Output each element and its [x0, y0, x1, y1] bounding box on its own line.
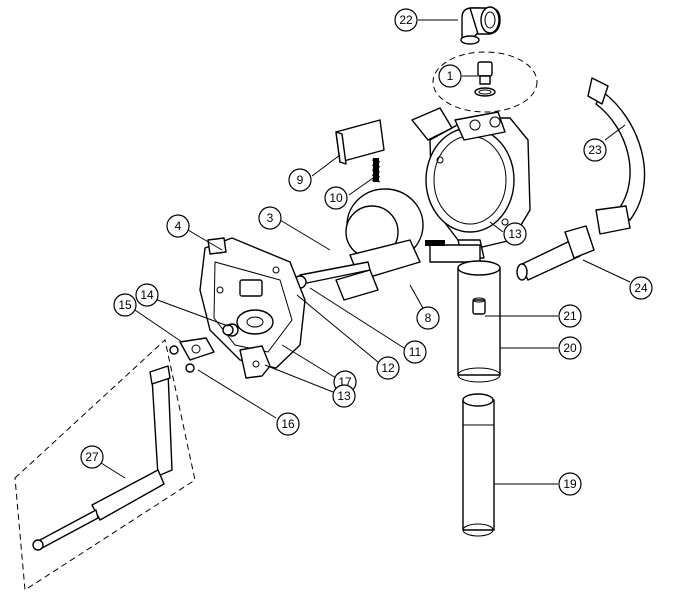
callout-24: 24 [629, 276, 653, 300]
part-17-latch [239, 345, 271, 379]
callout-14: 14 [135, 283, 159, 307]
svg-text:19: 19 [563, 477, 577, 491]
callout-27: 27 [80, 445, 104, 469]
callout-22: 22 [394, 8, 418, 32]
part-13-pump-housing [411, 107, 531, 259]
callout-10: 10 [324, 186, 348, 210]
part-19-suction-tube [462, 393, 495, 537]
callout-23: 23 [583, 138, 607, 162]
callout-3: 3 [258, 206, 282, 230]
callout-19: 19 [558, 472, 582, 496]
callout-21: 21 [558, 304, 582, 328]
part-16-screw [169, 345, 195, 373]
part-14-washer [222, 324, 234, 336]
part-10-spring [371, 158, 381, 183]
svg-text:23: 23 [588, 143, 602, 157]
part-22-elbow-fitting [460, 6, 501, 45]
svg-text:3: 3 [267, 211, 274, 225]
part-1-plug-assembly [432, 51, 538, 113]
callout-1: 1 [438, 64, 462, 88]
callout-9: 9 [288, 168, 312, 192]
callouts: 22 1 23 9 10 3 4 13 24 14 15 8 21 12 11 … [80, 8, 653, 496]
svg-text:16: 16 [281, 417, 295, 431]
svg-text:9: 9 [297, 173, 304, 187]
callout-15: 15 [113, 293, 137, 317]
svg-text:11: 11 [409, 345, 422, 359]
svg-text:14: 14 [140, 288, 154, 302]
svg-text:15: 15 [118, 298, 132, 312]
svg-text:8: 8 [425, 311, 432, 325]
callout-11: 11 [403, 340, 427, 364]
svg-text:13: 13 [337, 389, 351, 403]
part-20-tube-adapter [457, 260, 501, 383]
callout-13-upper: 13 [503, 222, 527, 246]
callout-16: 16 [276, 412, 300, 436]
part-21-plug [472, 297, 486, 315]
svg-text:27: 27 [85, 450, 99, 464]
part-23-hose [587, 77, 646, 235]
callout-12: 12 [376, 356, 400, 380]
svg-text:22: 22 [399, 13, 413, 27]
part-8-rotor [335, 188, 481, 301]
svg-text:21: 21 [563, 309, 577, 323]
svg-text:24: 24 [634, 281, 648, 295]
part-15-gasket [179, 337, 215, 361]
part-9-vane [335, 119, 385, 165]
leader-lines [100, 19, 631, 485]
callout-8: 8 [416, 306, 440, 330]
svg-text:4: 4 [175, 219, 182, 233]
callout-20: 20 [558, 336, 582, 360]
svg-text:20: 20 [563, 341, 577, 355]
svg-text:1: 1 [447, 69, 454, 83]
callout-13-lower: 13 [332, 384, 356, 408]
svg-text:13: 13 [508, 227, 522, 241]
svg-text:12: 12 [381, 361, 395, 375]
part-27-handle-assembly [14, 339, 196, 591]
part-24-nipple [516, 225, 595, 281]
callout-4: 4 [166, 214, 190, 238]
svg-text:10: 10 [329, 191, 343, 205]
